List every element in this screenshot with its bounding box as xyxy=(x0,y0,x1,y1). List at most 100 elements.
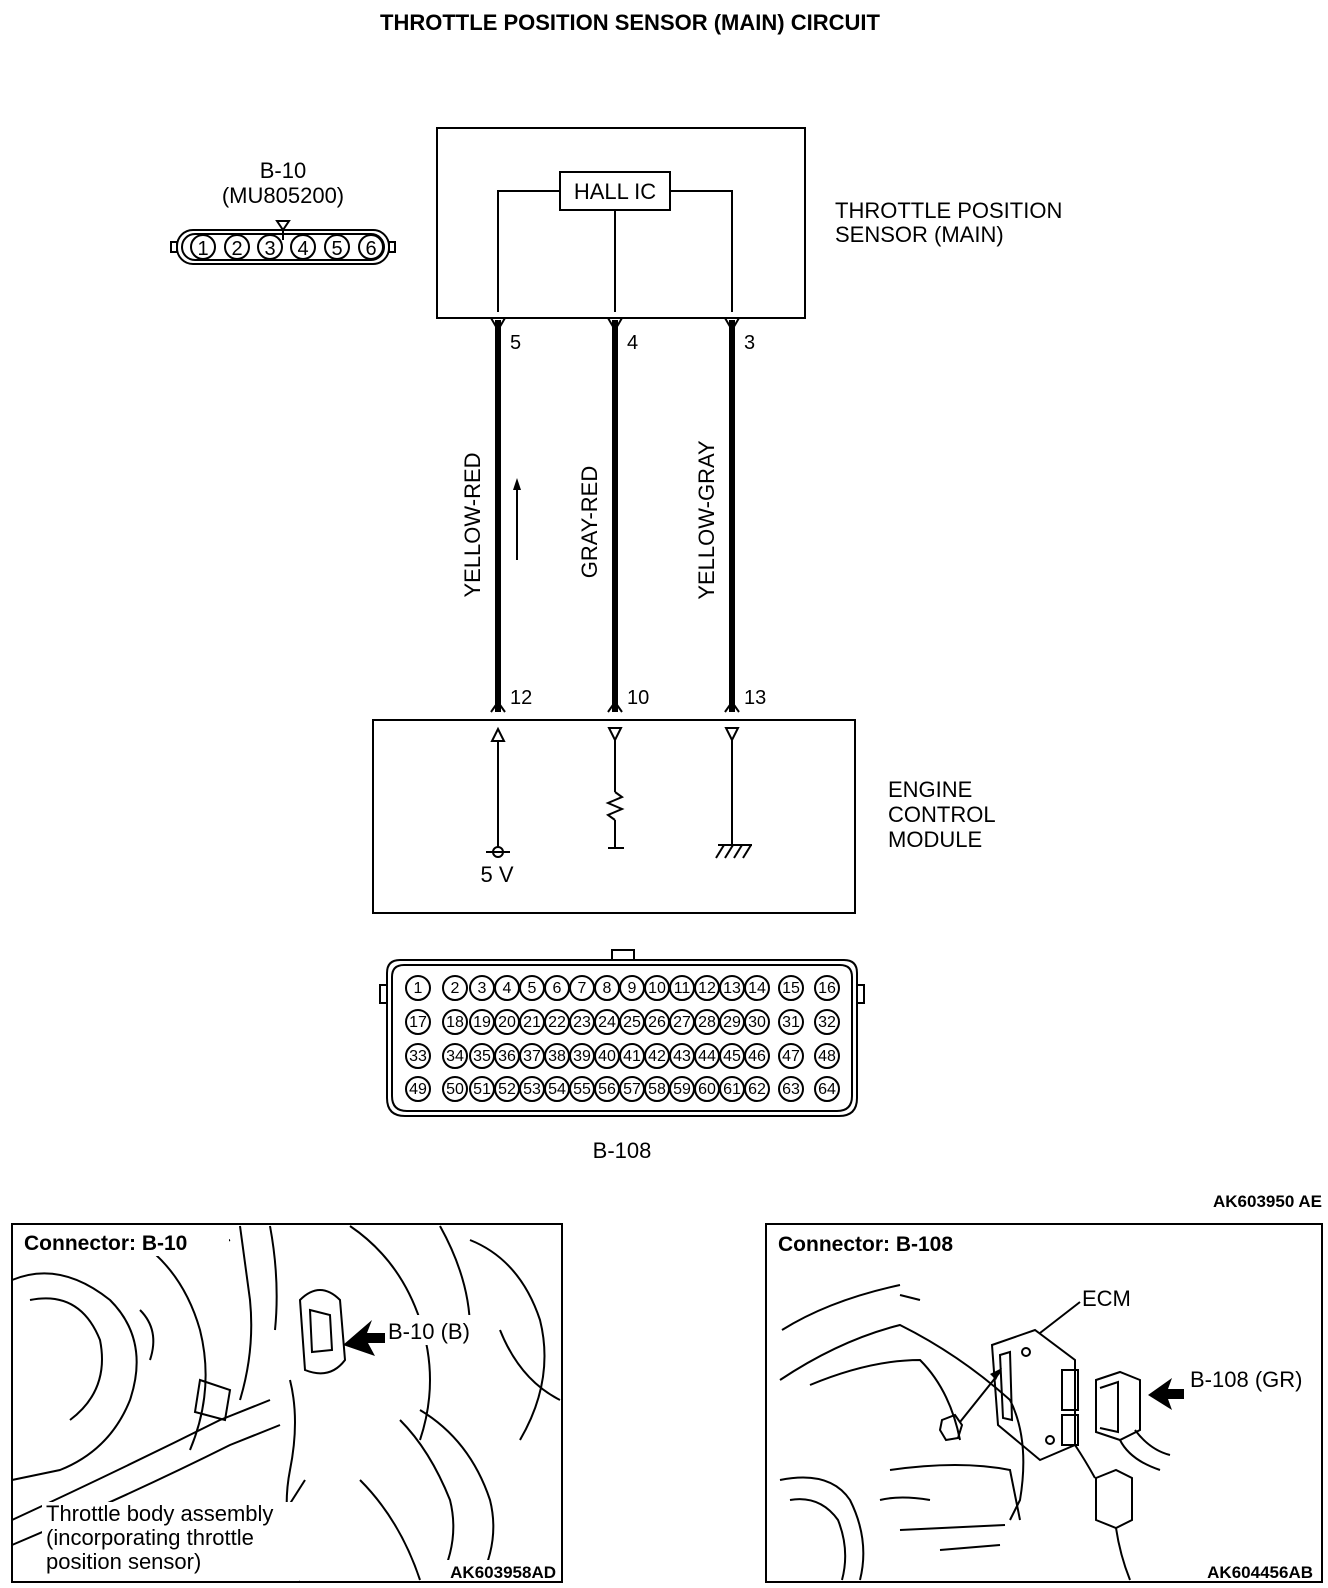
sensor-connector-pin-outline xyxy=(324,234,350,260)
ecm-connector-pin-outline xyxy=(405,1043,431,1069)
ecm-connector-pin-outline xyxy=(778,1076,804,1102)
sensor-connector-name: B-10 xyxy=(260,158,306,183)
sensor-connector-pin: 1 xyxy=(197,238,208,260)
ecm-connector-pin: 36 xyxy=(498,1048,516,1065)
ecm-connector-pin: 17 xyxy=(409,1014,427,1031)
ecm-connector-pin: 33 xyxy=(409,1048,427,1065)
ecm-connector-pin: 16 xyxy=(818,980,836,997)
hall-ic-label: HALL IC xyxy=(574,179,656,204)
ecm-connector-pin: 15 xyxy=(782,980,800,997)
ecm-connector-pin-outline xyxy=(442,1009,468,1035)
sensor-connector-pin-outline xyxy=(358,234,384,260)
wire2-sensor-pin: 4 xyxy=(627,332,638,354)
panel-left-callout: B-10 (B) xyxy=(388,1319,470,1344)
ecm-connector-pin: 63 xyxy=(782,1081,800,1098)
ecm-connector-pin: 45 xyxy=(723,1048,741,1065)
panel-right-title: Connector: B-108 xyxy=(778,1233,953,1256)
ecm-connector-pin: 1 xyxy=(414,980,423,997)
ecm-connector-pin: 18 xyxy=(446,1014,464,1031)
wire2-ecm-pin: 10 xyxy=(627,687,649,709)
ecm-connector-pin: 4 xyxy=(503,980,512,997)
ecm-label-line1: ENGINE xyxy=(888,777,972,802)
ecm-connector-pin: 40 xyxy=(598,1048,616,1065)
ecm-connector-pin: 3 xyxy=(478,980,487,997)
ecm-connector-pin-outline xyxy=(778,1043,804,1069)
ecm-connector-pin: 58 xyxy=(648,1081,666,1098)
ecm-connector-pin: 56 xyxy=(598,1081,616,1098)
panel-left-title: Connector: B-10 xyxy=(24,1232,187,1255)
ecm-connector-pin: 46 xyxy=(748,1048,766,1065)
wire3-color-label: YELLOW-GRAY xyxy=(694,440,719,600)
ecm-connector-pin: 28 xyxy=(698,1014,716,1031)
wire3-sensor-pin: 3 xyxy=(744,332,755,354)
ecm-connector-pin: 44 xyxy=(698,1048,716,1065)
ecm-connector-pin: 59 xyxy=(673,1081,691,1098)
ecm-connector-pin: 14 xyxy=(748,980,766,997)
sensor-connector-pin: 4 xyxy=(297,238,308,260)
panel-left-frame xyxy=(11,1223,563,1583)
panel-left-caption-line1: Throttle body assembly xyxy=(46,1501,273,1526)
ecm-connector-pin-outline xyxy=(778,1009,804,1035)
ecm-connector-pin: 21 xyxy=(523,1014,541,1031)
ecm-connector-pin: 27 xyxy=(673,1014,691,1031)
ecm-connector-pin-outline xyxy=(814,975,840,1001)
ecm-connector-pin: 61 xyxy=(723,1081,741,1098)
ecm-connector-pin-outline xyxy=(442,1076,468,1102)
ecm-connector-pin: 43 xyxy=(673,1048,691,1065)
ecm-connector-pin: 24 xyxy=(598,1014,616,1031)
panel-right-frame xyxy=(765,1223,1323,1583)
ecm-connector-pin: 50 xyxy=(446,1081,464,1098)
panel-connector-b108: Connector: B-108 xyxy=(765,1223,1323,1583)
sensor-box xyxy=(436,127,806,319)
sensor-connector-part-number: (MU805200) xyxy=(222,183,344,208)
ecm-connector-pin: 52 xyxy=(498,1081,516,1098)
ecm-connector-pin-outline xyxy=(405,975,431,1001)
ecm-connector-pin: 5 xyxy=(528,980,537,997)
ecm-connector-pin-outline xyxy=(744,975,770,1001)
ecm-connector-pin: 38 xyxy=(548,1048,566,1065)
wire-harness: 5 12 YELLOW-RED 4 10 GRAY-RED 3 13 YELLO… xyxy=(460,317,766,713)
panel-left-caption-line2: (incorporating throttle xyxy=(46,1525,254,1550)
ecm-connector-pin-outline xyxy=(442,1043,468,1069)
ecm-connector-pin: 34 xyxy=(446,1048,464,1065)
ecm-connector-pin: 42 xyxy=(648,1048,666,1065)
ecm-connector-pin: 35 xyxy=(473,1048,491,1065)
ecm-connector-pin: 60 xyxy=(698,1081,716,1098)
wire1-ecm-pin: 12 xyxy=(510,687,532,709)
b108-connector-illustration xyxy=(1074,1370,1171,1581)
ecm-connector-pin-outline xyxy=(405,1009,431,1035)
ecm-connector-pin: 62 xyxy=(748,1081,766,1098)
ecm-connector-pin: 26 xyxy=(648,1014,666,1031)
ecm-connector-pin: 30 xyxy=(748,1014,766,1031)
ecm-connector-pin-outline xyxy=(405,1076,431,1102)
ecm-connector-pin-outline xyxy=(778,975,804,1001)
panel-right-ecm-label: ECM xyxy=(1082,1286,1131,1311)
ecm-connector-pin-outline xyxy=(744,1009,770,1035)
ecm-connector-pin-outline xyxy=(744,1076,770,1102)
ecm-connector-pin: 9 xyxy=(628,980,637,997)
ecm-connector-pin-outline xyxy=(744,1043,770,1069)
sensor-connector-pin-outline xyxy=(290,234,316,260)
ecm-connector-pin: 37 xyxy=(523,1048,541,1065)
ecm-connector-pin: 23 xyxy=(573,1014,591,1031)
ecm-connector-pin: 57 xyxy=(623,1081,641,1098)
sensor-connector-pin-outline xyxy=(257,234,283,260)
sensor-label-line1: THROTTLE POSITION xyxy=(835,198,1062,223)
ecm-connector-pin: 22 xyxy=(548,1014,566,1031)
panel-left-code: AK603958AD xyxy=(450,1563,556,1582)
sensor-connector-pin: 6 xyxy=(365,238,376,260)
ecm-connector-pin: 64 xyxy=(818,1081,836,1098)
ecm-supply-label: 5 V xyxy=(480,862,513,887)
ecm-connector-pin: 54 xyxy=(548,1081,566,1098)
sensor-label-line2: SENSOR (MAIN) xyxy=(835,222,1004,247)
diagram-code: AK603950 AE xyxy=(1213,1192,1322,1211)
ecm-connector-pin: 13 xyxy=(723,980,741,997)
ecm-connector-pin: 41 xyxy=(623,1048,641,1065)
ecm-connector-pin-outline xyxy=(814,1043,840,1069)
ecm-connector-pin: 53 xyxy=(523,1081,541,1098)
ecm-connector-pin: 51 xyxy=(473,1081,491,1098)
